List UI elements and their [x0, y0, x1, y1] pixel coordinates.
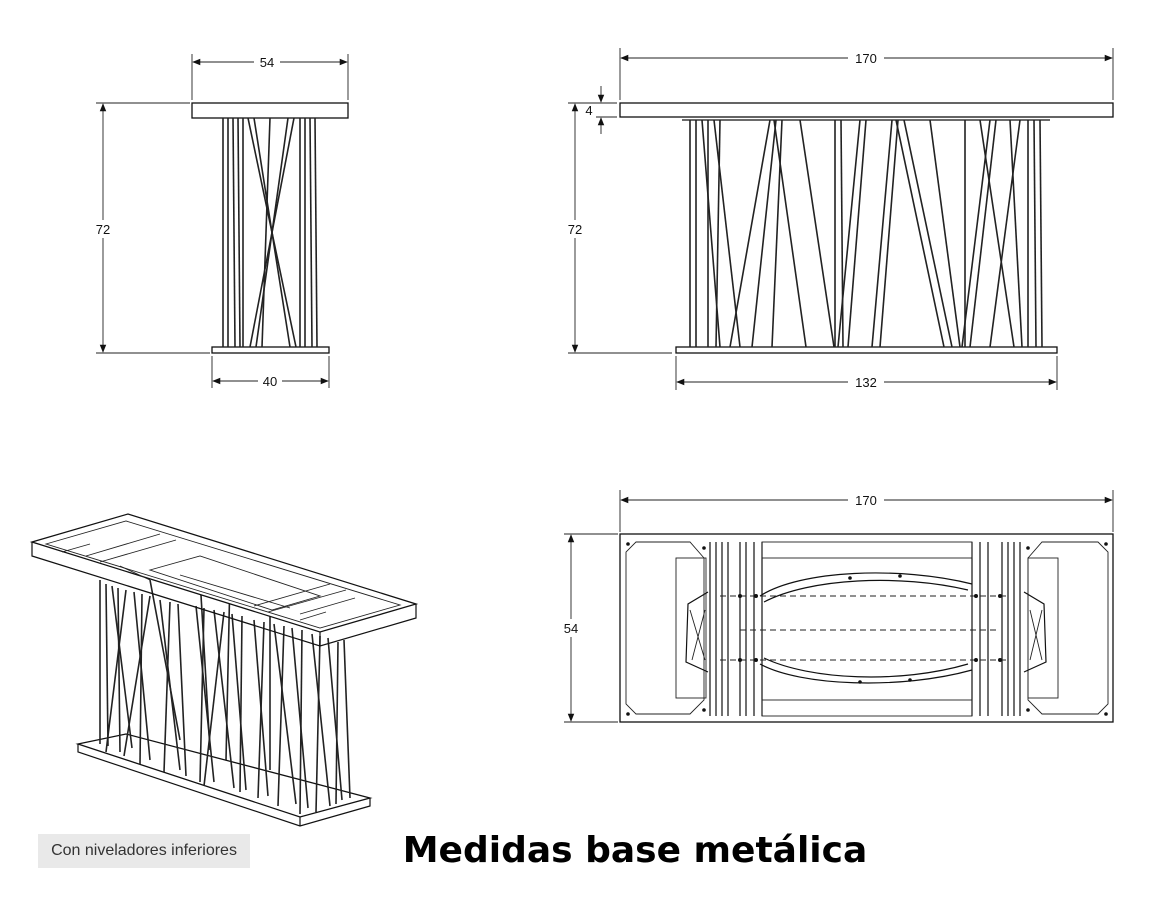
front-view: 170 4 72 132	[564, 48, 1114, 390]
front-top-plate	[619, 102, 1114, 118]
side-base-plate	[211, 346, 330, 354]
plan-depth-label: 54	[564, 621, 578, 636]
front-thickness-label: 4	[585, 103, 592, 118]
side-top-width-label: 54	[260, 55, 274, 70]
side-base-width-label: 40	[263, 374, 277, 389]
plan-length-label: 170	[855, 493, 877, 508]
page-title: Medidas base metálica	[402, 830, 868, 871]
iso-rods	[99, 575, 351, 815]
front-base-plate	[675, 346, 1058, 354]
front-base-width-label: 132	[855, 375, 877, 390]
levelers-caption: Con niveladores inferiores	[38, 834, 250, 868]
front-rods	[689, 119, 1043, 348]
plan-left-corner-pad	[625, 541, 705, 715]
plan-left-rails	[709, 542, 763, 716]
plan-outline	[619, 533, 1114, 723]
isometric-view	[29, 513, 419, 827]
plan-right-rails	[971, 542, 1021, 716]
side-view: 54 72 40	[92, 54, 349, 389]
front-height-label: 72	[568, 222, 582, 237]
side-rods	[222, 117, 318, 348]
plan-bolts	[626, 542, 1108, 716]
side-top-plate	[191, 102, 349, 119]
front-top-width-label: 170	[855, 51, 877, 66]
plan-view: 170 54	[560, 490, 1114, 723]
side-height-label: 72	[96, 222, 110, 237]
